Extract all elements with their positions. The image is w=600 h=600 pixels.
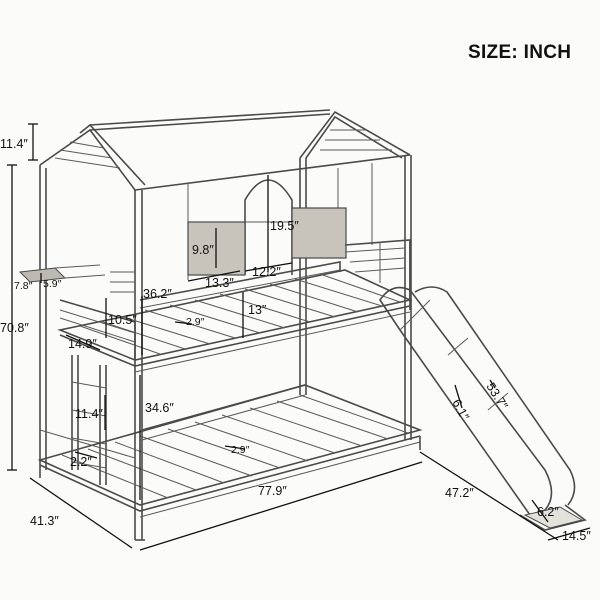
slide	[379, 286, 587, 531]
dim-overall-height: 70.8″	[0, 321, 29, 335]
dim-upper-guardrail: 13″	[248, 303, 267, 317]
dim-roof-height: 11.4″	[0, 137, 28, 151]
side-shelf	[18, 264, 106, 283]
size-unit-title: SIZE: INCH	[468, 42, 572, 63]
dim-bed-length: 77.9″	[258, 484, 287, 498]
window-panel	[187, 178, 347, 276]
dim-window-width-right: 12.2″	[252, 265, 281, 279]
dimension-lines	[7, 123, 591, 551]
roof-frame	[39, 109, 411, 191]
dim-ladder-rung-spacing: 11.4″	[75, 407, 103, 421]
dim-window-height: 19.5″	[270, 219, 299, 233]
dim-slide-length: 53.7″	[483, 380, 510, 412]
dim-bed-width: 41.3″	[30, 514, 59, 528]
dim-slide-footprint: 47.2″	[445, 486, 474, 500]
dim-window-width-left: 13.3″	[205, 276, 234, 290]
dim-ladder-width: 14.9″	[68, 337, 97, 351]
dim-slat-gap-upper: 2.9″	[186, 316, 205, 328]
dim-ladder-step-gap: 2.2″	[70, 455, 92, 469]
dim-shelf-width: 5.9″	[43, 278, 62, 290]
dim-ladder-rail-upper: 10.5″	[108, 313, 137, 327]
dim-shelf-depth: 7.8″	[14, 280, 33, 292]
dim-upper-rail-height: 36.2″	[143, 287, 172, 301]
dim-lower-clearance: 34.6″	[145, 401, 174, 415]
dim-slide-width-top: 6.1″	[449, 397, 472, 423]
lower-slats	[61, 394, 409, 499]
dim-slat-gap-lower: 2.9″	[231, 444, 250, 456]
dim-slide-end-width: 6.2″	[537, 505, 559, 519]
lower-bunk	[37, 384, 423, 541]
upper-bunk	[57, 239, 413, 373]
dim-guard-board-height: 9.8″	[192, 243, 214, 257]
dim-slide-base-width: 14.5″	[562, 529, 591, 543]
